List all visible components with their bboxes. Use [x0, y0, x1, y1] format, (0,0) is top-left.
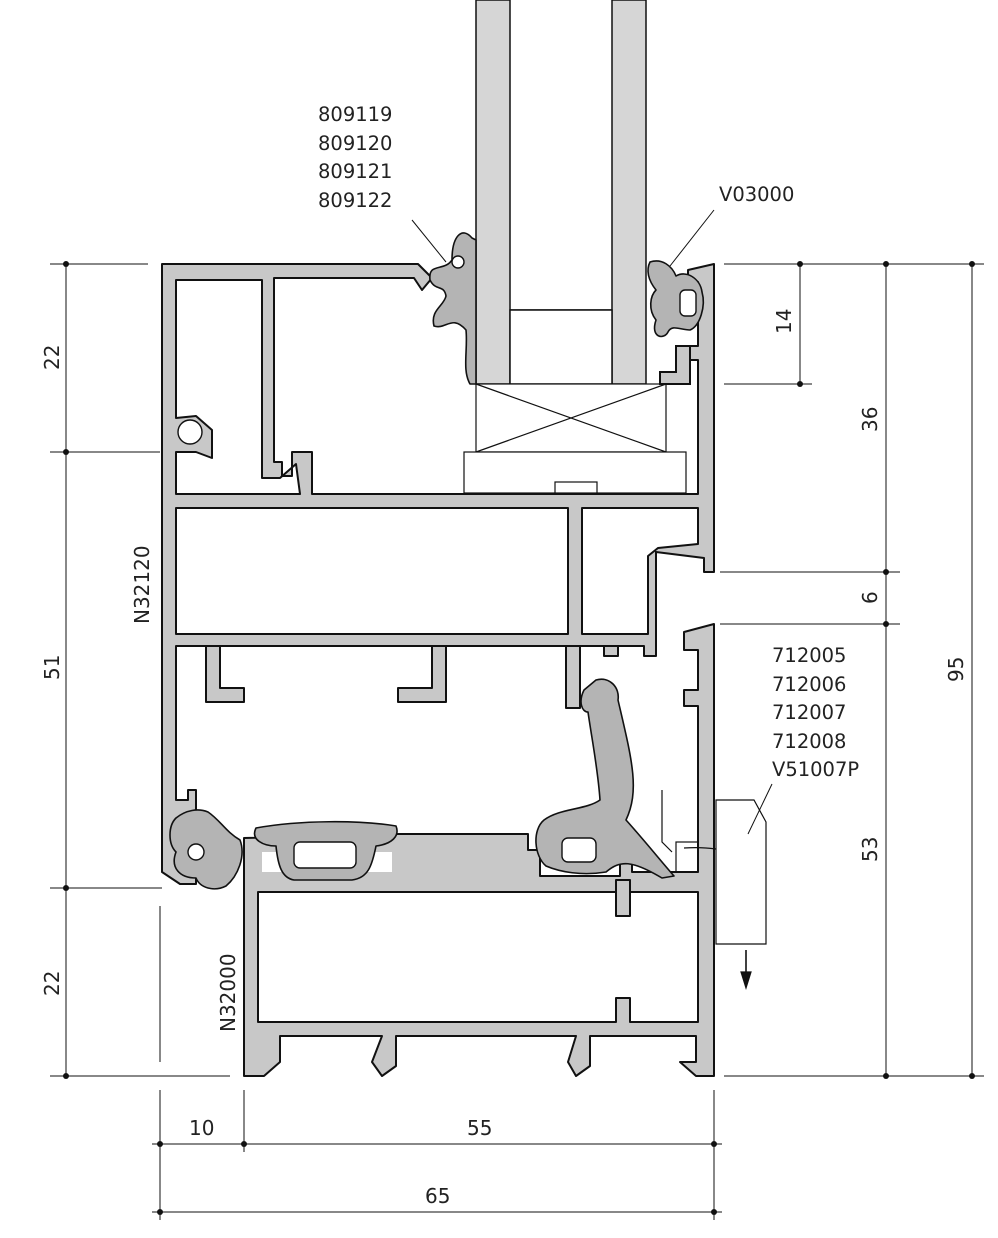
glazing-gasket-codes: 809119 809120 809121 809122	[318, 101, 392, 215]
dim-overall-width: 65	[425, 1184, 451, 1208]
dim-frame-width: 55	[467, 1116, 493, 1140]
sash-centre-gasket	[535, 678, 675, 879]
sash-outer-gasket	[169, 809, 243, 890]
part-code: 712005	[772, 644, 847, 667]
part-code: 712007	[772, 701, 847, 724]
dim-offset-width: 10	[189, 1116, 215, 1140]
dim-left-bottom: 22	[40, 970, 64, 996]
glass-pane-right	[611, 0, 647, 385]
part-code: 809119	[318, 103, 393, 126]
dim-glass-bite: 14	[772, 308, 796, 334]
dim-overall-height: 95	[944, 656, 968, 682]
glass-spacer	[509, 309, 613, 385]
hardware	[661, 790, 767, 991]
dim-right-lower: 53	[858, 836, 882, 862]
glazing-bead	[659, 345, 691, 385]
bead-gasket	[647, 260, 705, 338]
part-code: V51007P	[772, 758, 860, 781]
dim-left-top: 22	[40, 344, 64, 370]
leader-lines	[411, 209, 773, 835]
glazing-unit	[475, 0, 647, 385]
dimension-ticks	[63, 261, 975, 1215]
part-code: 809120	[318, 131, 393, 155]
glazing-gasket	[429, 232, 477, 385]
part-code: 809121	[318, 160, 393, 183]
dim-left-middle: 51	[40, 654, 64, 680]
glass-pane-left	[475, 0, 511, 385]
dimension-lines	[50, 263, 984, 1220]
frame-profile-code: N32000	[216, 953, 240, 1032]
bead-gasket-code: V03000	[719, 183, 795, 206]
part-code: 712006	[772, 672, 847, 696]
part-code: 712008	[772, 729, 847, 753]
part-code: 809122	[318, 188, 393, 212]
sash-profile-code: N32120	[130, 545, 154, 624]
sash-gasket-codes: 712005 712006 712007 712008 V51007P	[772, 642, 859, 785]
dim-right-upper: 36	[858, 406, 882, 432]
setting-block	[463, 383, 687, 494]
dim-overlap-gap: 6	[858, 591, 882, 604]
